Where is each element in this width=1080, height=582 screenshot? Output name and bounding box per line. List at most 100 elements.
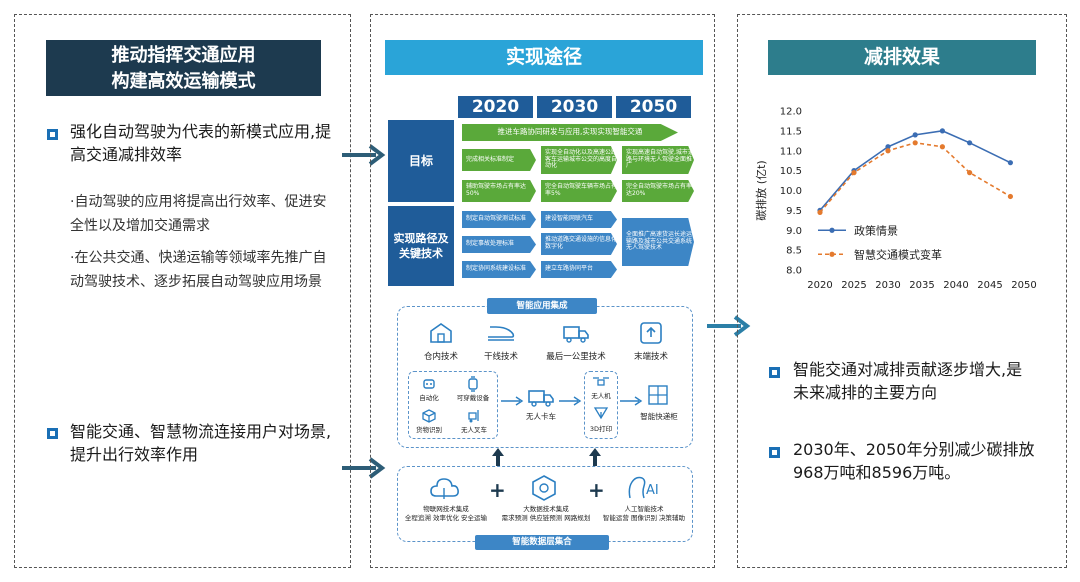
- year-2030: 2030: [537, 96, 612, 118]
- data-item-bigdata-desc: 需求预测 供应链预测 网路规划: [501, 514, 591, 522]
- path-label-line1: 实现路径及: [393, 231, 449, 245]
- data-point: [885, 148, 891, 154]
- left-panel: [14, 14, 351, 568]
- x-tick-label: 2030: [875, 280, 900, 291]
- warehouse-icon: [430, 323, 452, 343]
- data-point: [939, 128, 945, 134]
- arrow-right-small-icon: [620, 396, 643, 406]
- legend-label: 智慧交通模式变革: [854, 247, 942, 261]
- left-sub1: ·自动驾驶的应用将提高出行效率、促进安全性以及增加交通需求: [70, 194, 327, 234]
- data-point: [912, 140, 918, 146]
- data-item-bigdata-title: 大数据技术集成: [523, 505, 569, 513]
- left-header: 推动指挥交通应用 构建高效运输模式: [46, 40, 321, 96]
- x-tick-label: 2035: [909, 280, 934, 291]
- y-tick-label: 9.5: [786, 206, 802, 217]
- path-2050: 全面推广高速货运长途运输路及城市公共交通系统无人驾驶技术: [622, 218, 694, 266]
- last-mile-sub-box: [584, 371, 618, 439]
- path-label: 实现路径及 关键技术: [388, 206, 454, 286]
- x-tick-label: 2020: [807, 280, 832, 291]
- bullet-icon: [769, 447, 780, 458]
- app-integration-title: 智能应用集成: [487, 298, 597, 314]
- y-tick-label: 8.0: [786, 266, 802, 277]
- data-item-iot-title: 物联网技术集成: [423, 505, 469, 513]
- label-unmanned-truck: 无人卡车: [526, 412, 556, 421]
- goal-2030-a: 实现全自动化以及高速公路客车运输城市公交的高度自动化: [541, 146, 617, 174]
- left-header-line2: 构建高效运输模式: [111, 71, 256, 92]
- data-point: [939, 144, 945, 150]
- locker-icon: [648, 385, 668, 405]
- data-item-ai-desc: 智能运营 图像识别 决策辅助: [602, 514, 686, 522]
- y-tick-label: 8.5: [786, 246, 802, 257]
- arrow-up-icon: [492, 448, 504, 466]
- x-tick-label: 2040: [943, 280, 968, 291]
- right-header: 减排效果: [768, 40, 1036, 75]
- goal-2050-b: 完全自动驾驶市场占有率达20%: [622, 180, 694, 202]
- big-data-icon: [532, 475, 556, 501]
- path-2030-2: 推动道路交通设施的信息化数字化: [541, 233, 617, 255]
- x-tick-label: 2025: [841, 280, 866, 291]
- y-tick-label: 9.0: [786, 226, 802, 237]
- left-point1: 强化自动驾驶为代表的新模式应用,提高交通减排效率: [70, 122, 332, 165]
- train-icon: [488, 326, 515, 341]
- path-2020-3: 制定协同系统建设标准: [462, 261, 536, 278]
- cloud-icon: [430, 478, 459, 499]
- sub-app-automation: 自动化: [419, 394, 439, 402]
- x-tick-label: 2045: [977, 280, 1002, 291]
- bullet-icon: [769, 367, 780, 378]
- data-item-iot-desc: 全程追溯 效率优化 安全运输: [404, 514, 488, 522]
- year-2050: 2050: [616, 96, 691, 118]
- y-tick-label: 10.5: [780, 166, 802, 177]
- drone-icon: [593, 377, 609, 386]
- goal-2030-b: 完全自动驾驶车辆市场占有率5%: [541, 180, 617, 202]
- arrow-right-small-icon: [559, 396, 582, 406]
- arrow-right-small-icon: [501, 396, 524, 406]
- app-label-warehouse: 仓内技术: [423, 352, 458, 362]
- middle-header: 实现途径: [385, 40, 703, 75]
- app-label-last-mile: 最后一公里技术: [546, 352, 606, 362]
- wearable-icon: [468, 376, 478, 392]
- label-3d-print: 3D打印: [589, 425, 613, 433]
- arrow-up-icon: [589, 448, 601, 466]
- y-tick-label: 11.5: [780, 126, 802, 137]
- cube-icon: [422, 409, 436, 423]
- bullet-icon: [47, 129, 58, 140]
- right-panel: [737, 14, 1067, 568]
- y-tick-label: 11.0: [780, 146, 802, 157]
- path-2030-1: 建设智能网联汽车: [541, 211, 617, 228]
- legend-label: 政策情景: [854, 223, 898, 237]
- svg-text:AI: AI: [646, 483, 659, 498]
- year-2020: 2020: [458, 96, 533, 118]
- data-point: [967, 170, 973, 176]
- data-point: [885, 144, 891, 150]
- label-drone: 无人机: [591, 392, 611, 400]
- left-point2: 智能交通、智慧物流连接用户对场景,提升出行效率作用: [70, 422, 332, 465]
- x-tick-label: 2050: [1011, 280, 1036, 291]
- data-layer-title: 智能数据层集合: [475, 535, 609, 550]
- plus-sign: +: [588, 478, 605, 502]
- plus-sign: +: [489, 478, 506, 502]
- app-label-terminal: 末端技术: [633, 352, 668, 362]
- path-2020-2: 制定事故处理标准: [462, 236, 536, 253]
- goal-2020-a: 完成相关标准制定: [462, 149, 536, 171]
- delivery-truck-icon: [563, 326, 589, 343]
- data-point: [967, 140, 973, 146]
- y-axis-label: 碳排放 (亿t): [754, 160, 768, 220]
- printer-3d-icon: [593, 407, 609, 420]
- app-label-trunk: 干线技术: [483, 352, 518, 362]
- bullet-icon: [47, 428, 58, 439]
- forklift-icon: [468, 410, 479, 423]
- data-item-ai-title: 人工智能技术: [624, 505, 664, 513]
- data-point: [817, 209, 823, 215]
- sub-app-forklift: 无人叉车: [461, 426, 487, 434]
- y-tick-label: 12.0: [780, 107, 802, 118]
- label-smart-locker: 智能快递柜: [640, 412, 678, 421]
- right-point2: 2030年、2050年分别减少碳排放968万吨和8596万吨。: [793, 440, 1035, 483]
- path-2030-3: 建立车路协同平台: [541, 261, 617, 278]
- legend-marker: [829, 251, 835, 257]
- sub-app-goods-recognition: 货物识别: [416, 426, 442, 434]
- left-sub2: ·在公共交通、快递运输等领域率先推广自动驾驶技术、逐步拓展自动驾驶应用场景: [70, 250, 327, 290]
- data-point: [1007, 160, 1013, 166]
- middle-panel: [370, 14, 715, 568]
- arrow-right-icon: [707, 315, 751, 337]
